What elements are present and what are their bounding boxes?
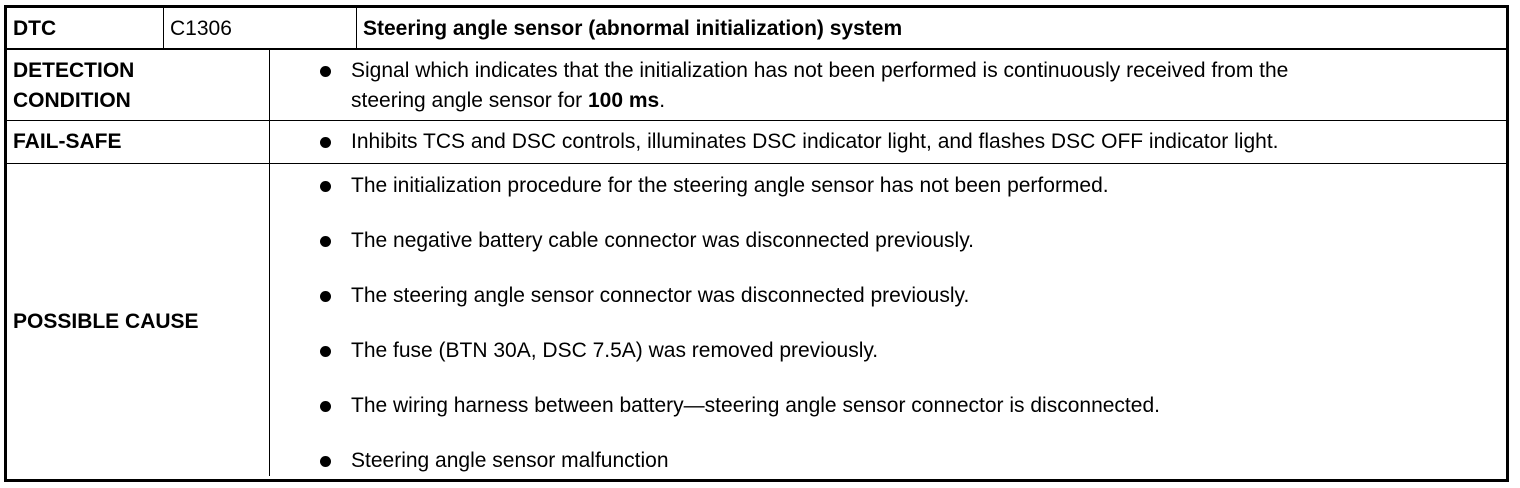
cause-item: The steering angle sensor connector was … — [351, 284, 970, 307]
row-divider-failsafe — [7, 163, 1506, 164]
bullet-icon — [320, 236, 331, 247]
failsafe-label: FAIL-SAFE — [13, 130, 122, 153]
bullet-icon — [320, 66, 331, 77]
bullet-icon — [320, 456, 331, 467]
failsafe-text: Inhibits TCS and DSC controls, illuminat… — [351, 130, 1279, 153]
cause-item: The wiring harness between battery—steer… — [351, 394, 1160, 417]
bullet-icon — [320, 401, 331, 412]
row-divider-detection — [7, 120, 1506, 121]
bullet-icon — [320, 181, 331, 192]
bullet-icon — [320, 137, 331, 148]
dtc-code: C1306 — [170, 17, 232, 40]
dtc-title: Steering angle sensor (abnormal initiali… — [363, 17, 903, 40]
detection-text-line1: Signal which indicates that the initiali… — [351, 59, 1289, 82]
col-divider-title — [356, 8, 357, 49]
detection-duration: 100 ms — [587, 89, 660, 112]
cause-item: Steering angle sensor malfunction — [351, 449, 669, 472]
detection-label-line1: DETECTION — [13, 59, 135, 82]
col-divider-code — [163, 8, 164, 49]
cause-item: The negative battery cable connector was… — [351, 229, 974, 252]
detection-text-line2-post: . — [659, 89, 666, 112]
bullet-icon — [320, 291, 331, 302]
detection-text-line2-pre: steering angle sensor for — [351, 89, 588, 112]
detection-label-line2: CONDITION — [13, 89, 131, 112]
possible-cause-label: POSSIBLE CAUSE — [13, 310, 199, 333]
col-divider-label — [269, 49, 270, 476]
dtc-label: DTC — [13, 17, 57, 40]
dtc-table — [4, 5, 1509, 482]
bullet-icon — [320, 346, 331, 357]
row-divider-header — [7, 48, 1506, 50]
cause-item: The initialization procedure for the ste… — [351, 174, 1109, 197]
cause-item: The fuse (BTN 30A, DSC 7.5A) was removed… — [351, 339, 879, 362]
detection-text-line2: steering angle sensor for 100 ms. — [351, 86, 665, 115]
